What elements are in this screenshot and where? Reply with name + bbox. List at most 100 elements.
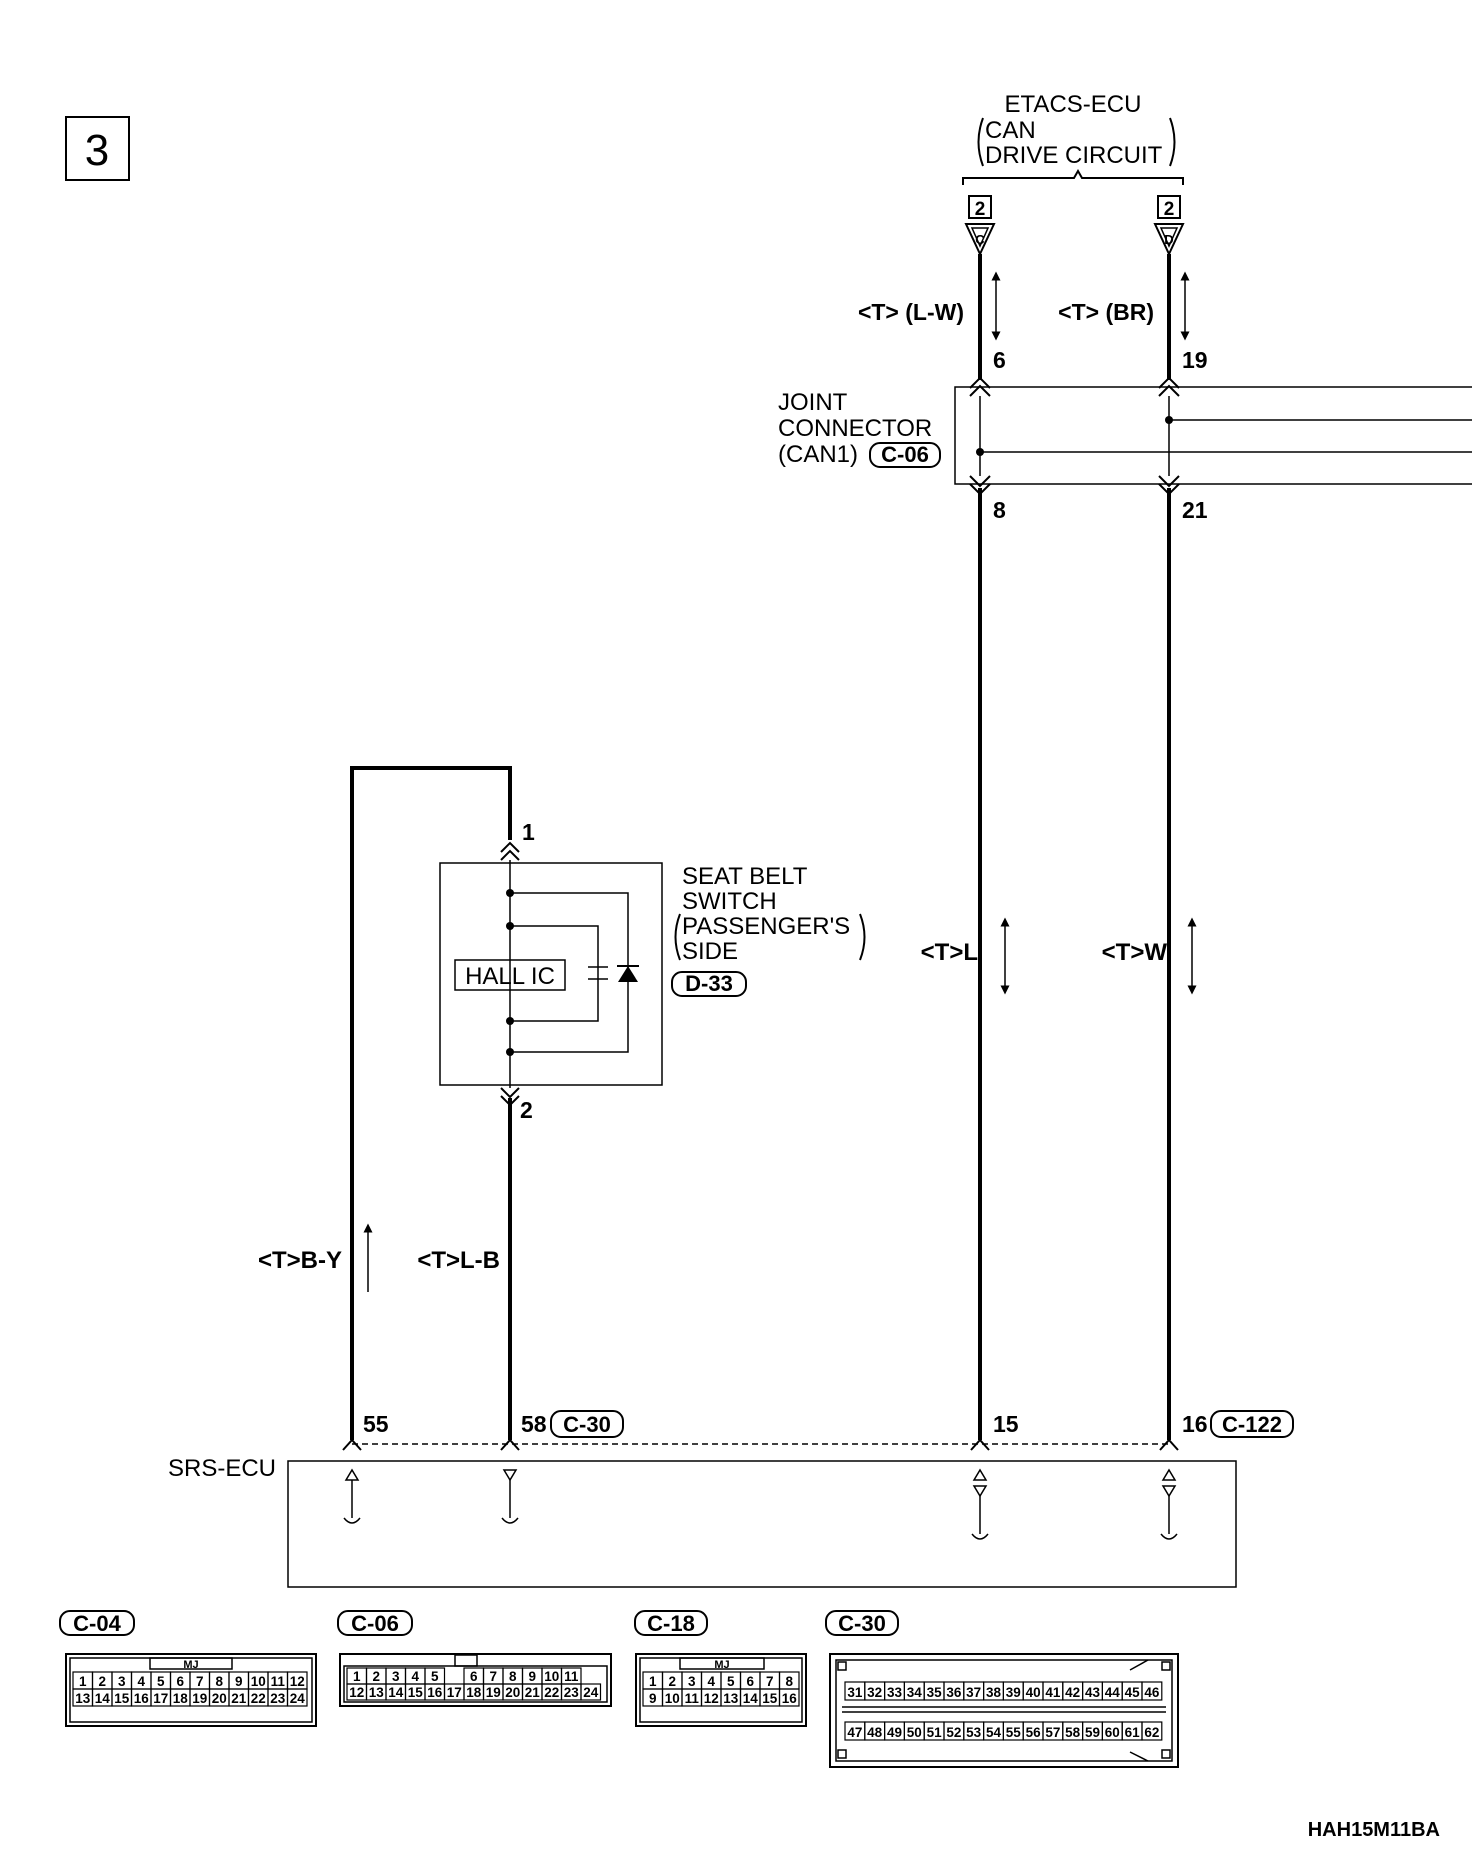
c18-pin-label: 9 xyxy=(649,1691,657,1706)
c06-pin-label: 5 xyxy=(431,1669,439,1684)
etacs-ecu-label: ETACS-ECU CAN DRIVE CIRCUIT xyxy=(962,91,1184,185)
c04-pin-label: 2 xyxy=(98,1674,106,1689)
c18-cell xyxy=(778,1688,800,1707)
c04-pin-label: 9 xyxy=(235,1674,243,1689)
c04-pin-label: 3 xyxy=(118,1674,126,1689)
joint-label-2: CONNECTOR xyxy=(778,415,932,442)
c06-pin-label: 23 xyxy=(564,1685,580,1700)
c18-pin-label: 6 xyxy=(746,1674,754,1689)
seat-belt-switch-box: HALL IC xyxy=(439,841,663,1107)
hall-ic-label: HALL IC xyxy=(465,963,555,990)
c30-pin-label: 46 xyxy=(1144,1685,1160,1700)
c30-pin-label: 52 xyxy=(946,1725,961,1740)
c04-pin-label: 8 xyxy=(215,1674,223,1689)
srs-pin-16: 16 xyxy=(1182,1411,1208,1437)
etacs-ecu-title: ETACS-ECU xyxy=(1005,91,1142,118)
c04-pin-label: 21 xyxy=(231,1691,247,1706)
etacs-connector-d: 2 D xyxy=(1153,195,1185,257)
srs-pin-55: 55 xyxy=(363,1411,389,1437)
c30-pin-label: 58 xyxy=(1065,1725,1081,1740)
etacs-conn-c-letter: C xyxy=(975,232,985,247)
c18-pin-label: 1 xyxy=(649,1674,657,1689)
joint-pin-6: 6 xyxy=(993,347,1006,373)
c04-pin-label: 18 xyxy=(173,1691,189,1706)
c30-pin-label: 42 xyxy=(1065,1685,1080,1700)
c04-pin-label: 19 xyxy=(192,1691,207,1706)
c04-pin-label: 16 xyxy=(134,1691,150,1706)
srs-connector-c122: C-122 xyxy=(1222,1412,1282,1437)
switch-pin-1: 1 xyxy=(522,819,535,845)
switch-label-3: PASSENGER'S xyxy=(682,913,850,940)
c30-pin-label: 41 xyxy=(1045,1685,1061,1700)
etacs-conn-d-num: 2 xyxy=(1164,199,1175,220)
c30-pin-label: 35 xyxy=(927,1685,943,1700)
c04-pin-label: 22 xyxy=(251,1691,266,1706)
c06-pin-label: 10 xyxy=(544,1669,559,1684)
c06-pin-label: 13 xyxy=(369,1685,385,1700)
c30-pin-label: 47 xyxy=(847,1725,862,1740)
c06-pin-label: 21 xyxy=(525,1685,541,1700)
c30-pin-label: 45 xyxy=(1125,1685,1141,1700)
c06-pin-label: 16 xyxy=(427,1685,443,1700)
c06-pin-label: 18 xyxy=(466,1685,482,1700)
joint-label-1: JOINT xyxy=(778,389,848,416)
c30-pin-label: 44 xyxy=(1105,1685,1121,1700)
c18-pin-label: 2 xyxy=(668,1674,676,1689)
wire-color-b-y: <T>B-Y xyxy=(258,1247,342,1274)
c18-pin-label: 16 xyxy=(782,1691,798,1706)
switch-pin-2: 2 xyxy=(520,1097,533,1123)
c06-pin-label: 4 xyxy=(411,1669,419,1684)
c04-pin-label: 15 xyxy=(114,1691,130,1706)
c04-pin-label: 17 xyxy=(153,1691,168,1706)
c30-pin-label: 54 xyxy=(986,1725,1002,1740)
c30-pin-label: 59 xyxy=(1085,1725,1100,1740)
c30-pin-label: 61 xyxy=(1125,1725,1141,1740)
c30-pin-label: 49 xyxy=(887,1725,902,1740)
srs-pin-58: 58 xyxy=(521,1411,547,1437)
etacs-ecu-sub2: DRIVE CIRCUIT xyxy=(985,142,1163,169)
c18-pin-label: 4 xyxy=(707,1674,715,1689)
c18-pin-label: 10 xyxy=(665,1691,680,1706)
c30-pin-label: 57 xyxy=(1045,1725,1060,1740)
c04-pin-label: 12 xyxy=(290,1674,305,1689)
image-code: HAH15M11BA xyxy=(1308,1819,1440,1841)
c30-pin-label: 51 xyxy=(927,1725,943,1740)
c18-pin-label: 3 xyxy=(688,1674,696,1689)
switch-label-2: SWITCH xyxy=(682,888,777,915)
c06-pin-label: 8 xyxy=(509,1669,517,1684)
c06-code: C-06 xyxy=(351,1611,399,1636)
c06-pin-label: 15 xyxy=(408,1685,424,1700)
joint-connector-code: C-06 xyxy=(881,442,929,467)
wire-color-top-left: <T> (L-W) xyxy=(858,299,964,325)
c04-pin-label: 11 xyxy=(271,1674,286,1689)
c30-pin-label: 55 xyxy=(1006,1725,1022,1740)
c04-pin-label: 14 xyxy=(95,1691,111,1706)
etacs-conn-c-num: 2 xyxy=(975,199,986,220)
srs-connector-c30: C-30 xyxy=(563,1412,611,1437)
c06-pin-label: 17 xyxy=(447,1685,462,1700)
srs-ecu-box xyxy=(287,1438,1237,1588)
c04-tag: MJ xyxy=(183,1659,198,1671)
c18-tag: MJ xyxy=(714,1659,729,1671)
joint-connector-label: JOINT CONNECTOR (CAN1) C-06 xyxy=(778,389,941,468)
c30-pin-label: 38 xyxy=(986,1685,1002,1700)
c04-pin-label: 6 xyxy=(176,1674,184,1689)
c30-cell xyxy=(1141,1681,1163,1701)
c30-pin-label: 31 xyxy=(847,1685,863,1700)
c30-pin-label: 32 xyxy=(867,1685,882,1700)
c06-pin-label: 14 xyxy=(388,1685,404,1700)
c06-pin-label: 24 xyxy=(583,1685,599,1700)
wire-color-mid-left: <T>L xyxy=(921,939,978,966)
wire-color-l-b: <T>L-B xyxy=(417,1247,500,1274)
switch-label-1: SEAT BELT xyxy=(682,863,808,890)
c06-pin-label: 3 xyxy=(392,1669,400,1684)
c06-pin-label: 19 xyxy=(486,1685,501,1700)
c18-pin-label: 8 xyxy=(785,1674,793,1689)
c30-pin-label: 62 xyxy=(1144,1725,1159,1740)
switch-connector-code: D-33 xyxy=(685,971,733,996)
c04-pin-label: 10 xyxy=(251,1674,266,1689)
c04-pin-label: 4 xyxy=(137,1674,145,1689)
